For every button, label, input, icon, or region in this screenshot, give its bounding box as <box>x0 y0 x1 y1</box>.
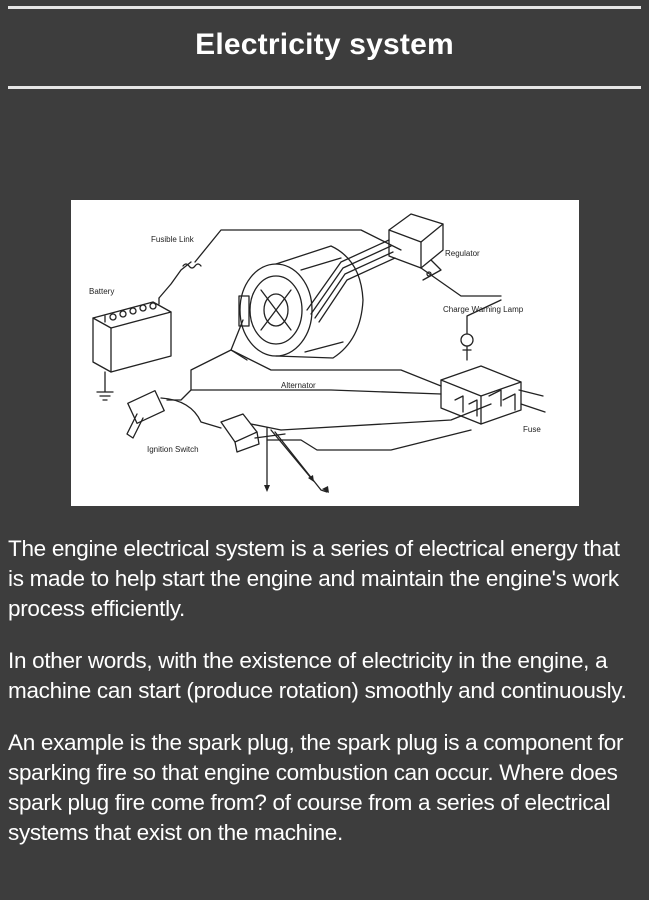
regulator-shape <box>388 213 444 281</box>
label-fusible-link: Fusible Link <box>151 235 195 244</box>
paragraph-intro: The engine electrical system is a series… <box>8 536 620 621</box>
label-fuse: Fuse <box>523 425 541 434</box>
ignition-switch-shape <box>126 390 286 453</box>
alternator-shape <box>230 245 364 361</box>
label-alternator: Alternator <box>281 381 316 390</box>
label-battery: Battery <box>89 287 114 296</box>
header-top-rule <box>8 6 641 9</box>
label-charge-warning-lamp: Charge Warning Lamp <box>443 305 524 314</box>
charge-lamp-shape <box>460 299 502 361</box>
article-body: The engine electrical system is a series… <box>8 534 638 870</box>
label-regulator: Regulator <box>445 249 480 258</box>
battery-shape <box>92 297 172 373</box>
page-title: Electricity system <box>195 28 454 61</box>
paragraph-spark-plug: An example is the spark plug, the spark … <box>8 730 624 845</box>
electrical-system-diagram: Fusible Link Battery Regulator Charge Wa… <box>71 200 579 506</box>
fuse-box-shape <box>440 365 546 425</box>
label-ignition-switch: Ignition Switch <box>147 445 199 454</box>
paragraph-other-words: In other words, with the existence of el… <box>8 648 627 703</box>
header-bottom-rule <box>8 86 641 89</box>
